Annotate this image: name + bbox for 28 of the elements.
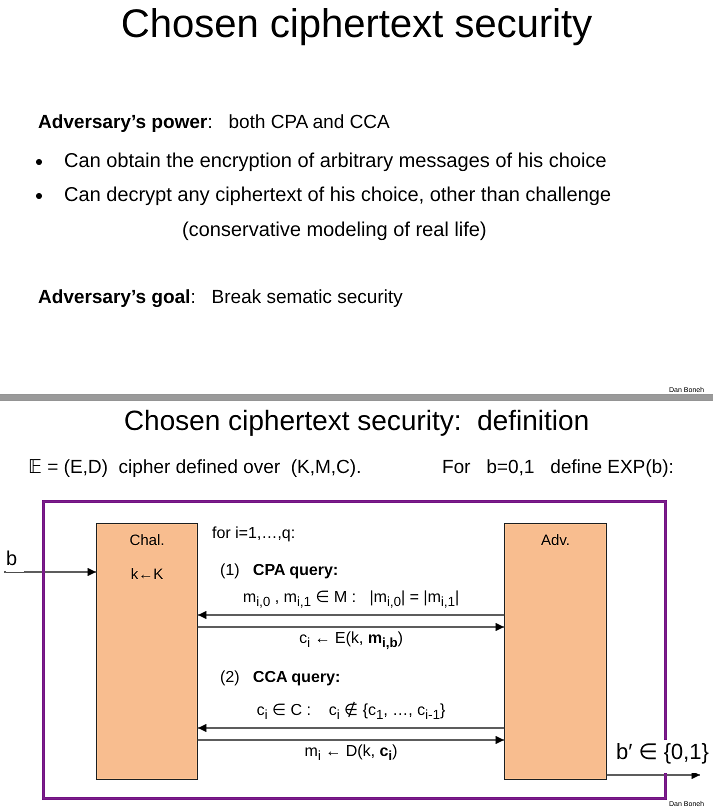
arrow	[198, 724, 504, 732]
edge-label: c$_{i}$ ∈ C : c$_{i}$ ∉ {c$_{1}$, …, c$_{i-1}$}	[256, 702, 446, 719]
key-sampling-text: k←K	[130, 567, 164, 584]
heading-text: Adversary’s power: both CPA and CCA	[38, 113, 390, 134]
input-bit: b	[6, 548, 24, 572]
box-title: Adv.	[540, 533, 571, 550]
definition-text: For b=0,1 define EXP(b):	[442, 458, 674, 479]
step-heading: (2) CCA query:	[220, 669, 340, 687]
challenger-box	[96, 523, 198, 780]
arrow	[198, 736, 504, 744]
edge-label: m$_{i}$ ← D(k, c$_{i}$)	[304, 743, 398, 760]
slide-title: Chosen ciphertext security: definition	[122, 406, 590, 437]
edge-label: c$_{i}$ ← E(k, m$_{i,b}$)	[299, 630, 403, 647]
slide-title: Chosen ciphertext security	[120, 2, 594, 46]
arrow	[198, 610, 504, 620]
box-title: Chal.	[128, 533, 166, 550]
bullet-text: Can obtain the encryption of arbitrary messages of his choice	[64, 150, 607, 172]
note-text: (conservative modeling of real life)	[182, 219, 487, 241]
definition-text: 𝔼 = (E,D) cipher defined over (K,M,C).	[28, 458, 362, 479]
adversary-box	[504, 523, 607, 780]
arrow	[198, 622, 504, 632]
step-heading: (1) CPA query:	[220, 562, 338, 580]
edge-label: m$_{i,0}$ , m$_{i,1}$ ∈ M : |m$_{i,0}$| = |m$_{i,1}$|	[242, 589, 460, 606]
bullet-text: Can decrypt any ciphertext of his choice, other than challenge	[64, 184, 611, 206]
arrow	[4, 568, 96, 576]
arrow	[607, 770, 700, 780]
heading-text: Adversary’s goal: Break sematic security	[38, 288, 403, 309]
loop-text: for i=1,…,q:	[212, 525, 296, 543]
